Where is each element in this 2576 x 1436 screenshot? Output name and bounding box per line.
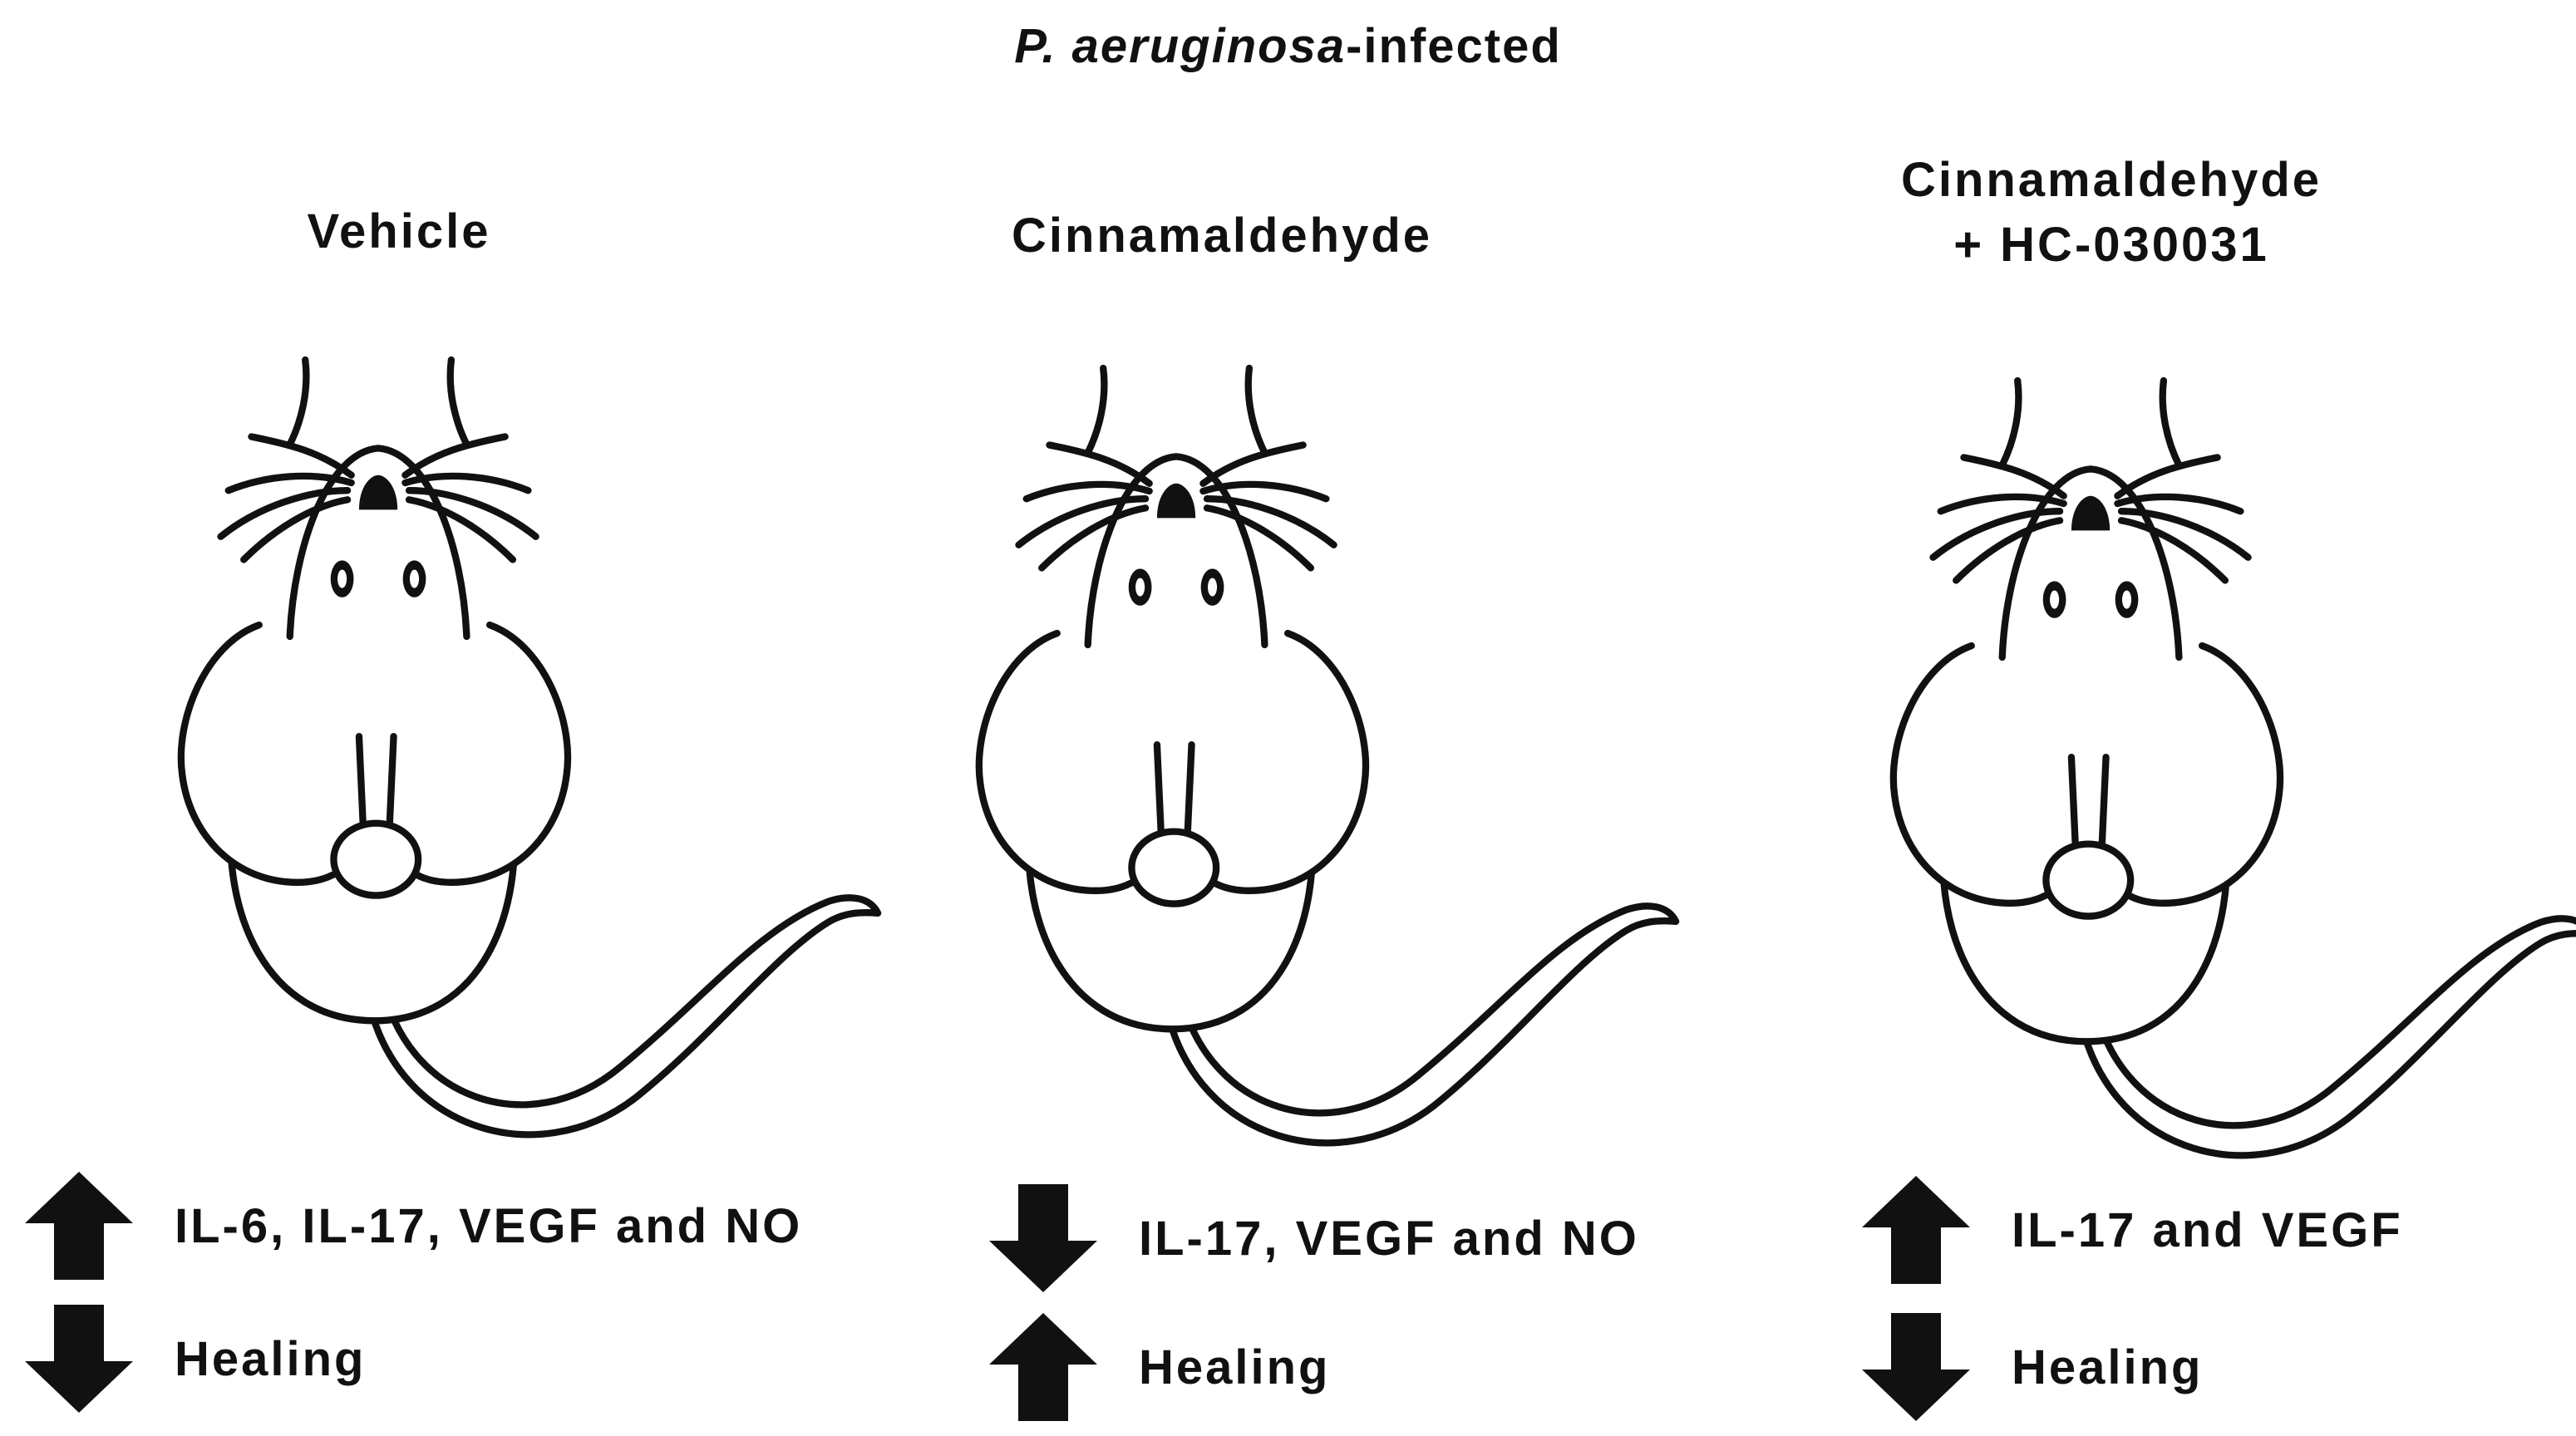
effect-row-2: Healing [1862,1313,2204,1421]
down-arrow-icon [1862,1313,1970,1421]
group-label-line1: Cinnamaldehyde [1900,153,2322,207]
effect-row-2: Healing [25,1305,367,1413]
title-suffix: -infected [1346,19,1562,73]
effect-row-1: IL-17 and VEGF [1862,1176,2403,1284]
figure-title: P. aeruginosa-infected [0,18,2576,74]
panel-cinnamaldehyde: Cinnamaldehyde IL-17, VEGF and NO Healin… [864,0,1746,1436]
up-arrow-icon [989,1313,1097,1421]
group-label: Cinnamaldehyde [864,204,1579,268]
up-arrow-icon [25,1172,133,1280]
effect-row-2: Healing [989,1313,1331,1421]
effect-text: IL-17, VEGF and NO [1139,1211,1639,1266]
effect-text: Healing [2012,1340,2204,1394]
up-arrow-icon [1862,1176,1970,1284]
effect-text: IL-17 and VEGF [2012,1202,2403,1257]
effect-row-1: IL-17, VEGF and NO [989,1184,1639,1292]
group-label-line1: Cinnamaldehyde [1011,209,1433,263]
effect-text: Healing [175,1331,367,1386]
mouse-illustration [1887,320,2576,1217]
down-arrow-icon [25,1305,133,1413]
title-species: P. aeruginosa [1014,19,1347,73]
group-label: Vehicle [0,199,798,264]
mouse-illustration [973,307,1687,1205]
panel-vehicle: Vehicle IL-6, IL-17, VEGF and NO Healing [0,0,864,1436]
effect-row-1: IL-6, IL-17, VEGF and NO [25,1172,802,1280]
mouse-illustration [175,299,889,1197]
down-arrow-icon [989,1184,1097,1292]
effect-text: IL-6, IL-17, VEGF and NO [175,1198,803,1253]
group-label-line1: Vehicle [307,204,491,258]
panel-cinnamaldehyde-hc030031: Cinnamaldehyde + HC-030031 IL-17 and VEG… [1746,0,2576,1436]
group-label-line2: + HC-030031 [1953,218,2269,272]
group-label: Cinnamaldehyde + HC-030031 [1746,148,2477,278]
effect-text: Healing [1139,1340,1331,1394]
